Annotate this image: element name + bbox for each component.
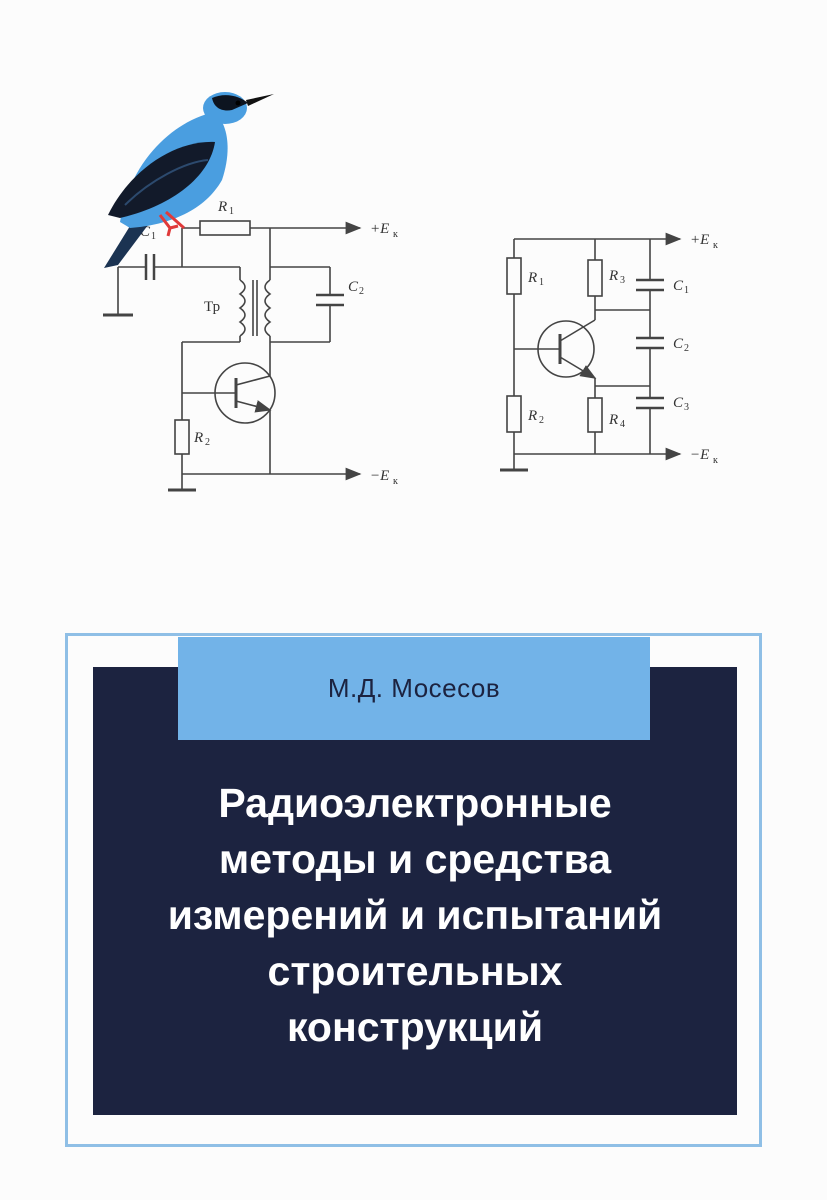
ek-plus-right-label: +E [690,232,709,248]
bird-illustration [104,92,274,268]
c2-right-sub: 2 [684,343,689,354]
r3-sub: 3 [620,275,625,286]
title-line-4: строительных [267,948,563,994]
c1-label: C [140,224,151,240]
circuit-diagram-left [103,220,362,492]
r2-sub: 2 [205,437,210,448]
ek-minus-right-label: −E [690,447,709,463]
book-title: Радиоэлектронные методы и средства измер… [93,775,737,1055]
c2-sub: 2 [359,286,364,297]
r1-right-label: R [527,270,537,286]
r4-label: R [608,412,618,428]
ek-plus-sub: к [393,229,398,240]
circuit-diagram-right [500,232,682,472]
ek-minus-sub: к [393,476,398,487]
r2-label: R [193,430,203,446]
r4-sub: 4 [620,419,625,430]
title-line-3: измерений и испытаний [167,892,663,938]
c3-right-sub: 3 [684,402,689,413]
circuit-illustrations: R 1 C 1 C 2 Тр R 2 +E к −E к [103,92,718,492]
ek-minus-label: −E [370,468,389,484]
r2-right-label: R [527,408,537,424]
c3-right-label: C [673,395,684,411]
tr-label: Тр [204,299,220,315]
c1-sub: 1 [151,231,156,242]
title-panel [93,667,737,1115]
r1-right-sub: 1 [539,277,544,288]
c1-right-sub: 1 [684,285,689,296]
ek-plus-label: +E [370,221,389,237]
ek-minus-right-sub: к [713,455,718,466]
circuit-right-labels: R 1 R 2 R 3 R 4 C 1 C 2 C 3 +E к −E к [527,232,718,466]
c2-label: C [348,279,359,295]
r1-sub: 1 [229,206,234,217]
c1-right-label: C [673,278,684,294]
circuit-left-labels: R 1 C 1 C 2 Тр R 2 +E к −E к [140,199,398,487]
author-name: М.Д. Мосесов [327,673,501,703]
title-line-2: методы и средства [218,836,612,882]
author-bar: М.Д. Мосесов [178,637,650,740]
r3-label: R [608,268,618,284]
r1-label: R [217,199,227,215]
ek-plus-right-sub: к [713,240,718,251]
cover-frame [65,633,762,1147]
title-line-5: конструкций [286,1004,544,1050]
title-line-1: Радиоэлектронные [218,780,612,826]
r2-right-sub: 2 [539,415,544,426]
c2-right-label: C [673,336,684,352]
